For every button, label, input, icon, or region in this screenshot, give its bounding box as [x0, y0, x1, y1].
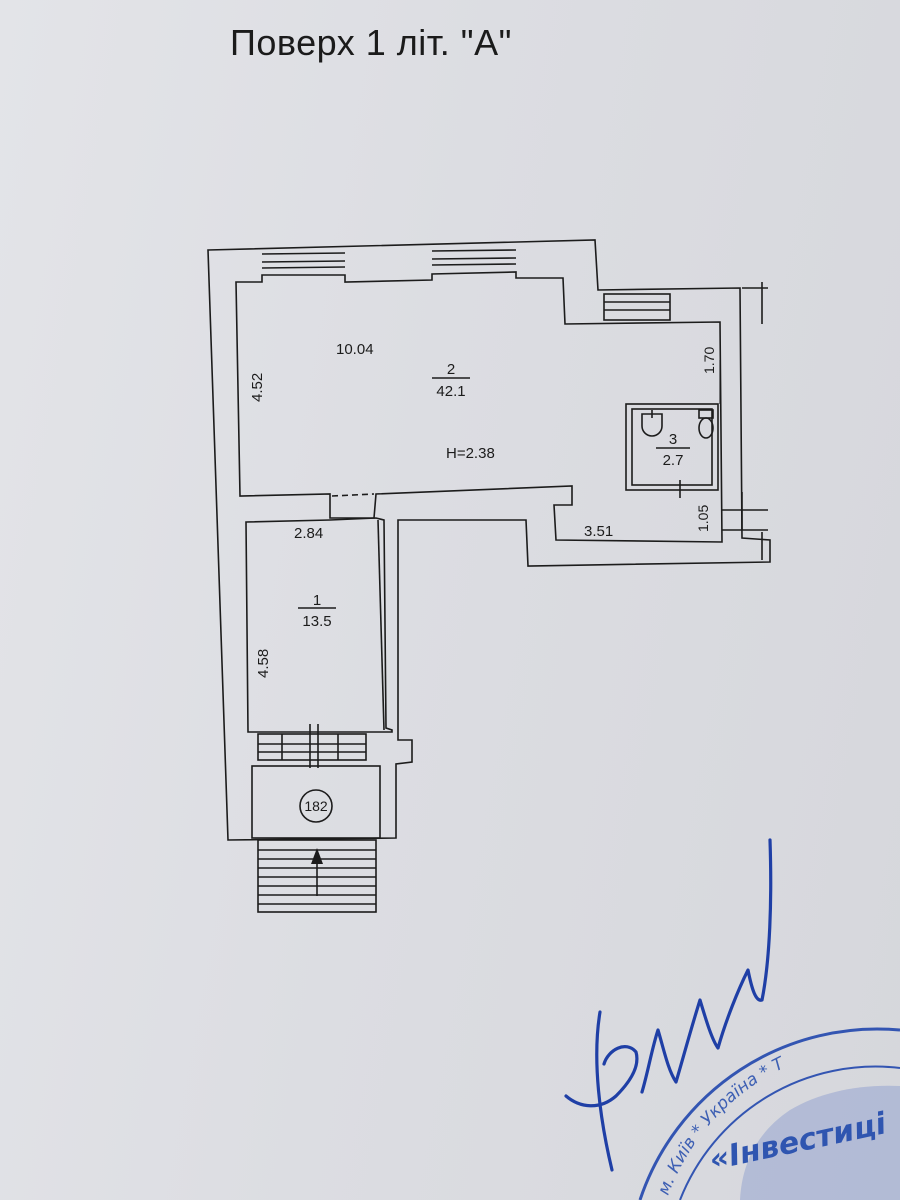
dim-lower-wall: 3.51	[584, 523, 613, 540]
outer-wall	[207, 239, 771, 841]
sink-icon	[641, 413, 663, 437]
entrance-number-circle	[299, 789, 333, 823]
entrance-door	[257, 724, 367, 768]
room-opening	[331, 493, 375, 497]
dim-bath-lower: 1.05	[695, 505, 711, 532]
room-2-number: 2	[447, 361, 455, 378]
entrance-arrow-icon	[311, 848, 323, 896]
room-1-partition	[377, 519, 385, 731]
dim-bath-side: 1.70	[701, 347, 717, 374]
dim-height: H=2.38	[446, 445, 495, 462]
window-top-center	[431, 249, 517, 266]
room-3-outline	[625, 403, 719, 491]
room-2-outline	[235, 271, 723, 543]
dim-room1-depth: 4.58	[255, 649, 272, 678]
room-1-number: 1	[313, 592, 321, 609]
window-top-left	[261, 252, 346, 269]
room-3-area: 2.7	[663, 452, 684, 469]
room-3-inner	[631, 408, 713, 486]
entrance-number: 182	[304, 798, 328, 814]
dim-room2-depth: 4.52	[249, 373, 266, 402]
dim-room2-width: 10.04	[336, 341, 374, 358]
handwritten-signature	[564, 838, 773, 1172]
room-1-outline	[245, 517, 393, 733]
room-3-number: 3	[669, 431, 677, 448]
vestibule	[251, 765, 381, 839]
room-1-area: 13.5	[302, 613, 331, 630]
toilet-icon	[698, 417, 714, 439]
room-2-area: 42.1	[436, 383, 465, 400]
dim-room1-width: 2.84	[294, 525, 323, 542]
page-title: Поверх 1 літ. "А"	[230, 22, 512, 63]
company-stamp: м. Київ * Україна * Т «Інвестиці	[638, 1027, 900, 1200]
window-right	[603, 293, 671, 321]
